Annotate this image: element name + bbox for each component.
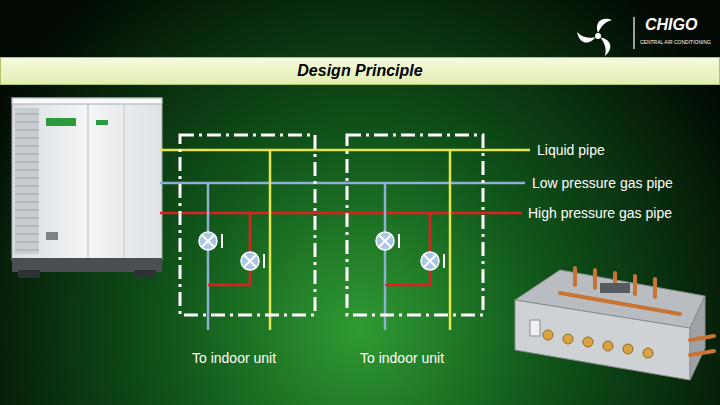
logo-divider bbox=[633, 17, 634, 49]
title-text: Design Principle bbox=[297, 62, 422, 80]
brand-tagline: CENTRAL AIR CONDITIONING bbox=[640, 40, 711, 46]
high-pressure-pipe bbox=[160, 212, 522, 215]
title-band: Design Principle bbox=[0, 57, 720, 85]
outlet-label: To indoor unit bbox=[360, 350, 444, 366]
pipe-label: High pressure gas pipe bbox=[528, 205, 672, 221]
logo-icon bbox=[576, 19, 613, 57]
pipe-label: Liquid pipe bbox=[537, 142, 605, 158]
valve-symbols bbox=[199, 232, 444, 270]
outdoor-unit bbox=[12, 98, 162, 278]
brand-name: CHIGO bbox=[645, 16, 697, 34]
pipes bbox=[160, 150, 530, 330]
pipe-label: Low pressure gas pipe bbox=[532, 175, 673, 191]
liquid-pipe bbox=[160, 149, 530, 152]
outlet-label: To indoor unit bbox=[192, 350, 276, 366]
low-pressure-pipe bbox=[160, 182, 525, 185]
branch-box-photo bbox=[515, 268, 714, 380]
branch-box-outlines bbox=[180, 135, 483, 315]
